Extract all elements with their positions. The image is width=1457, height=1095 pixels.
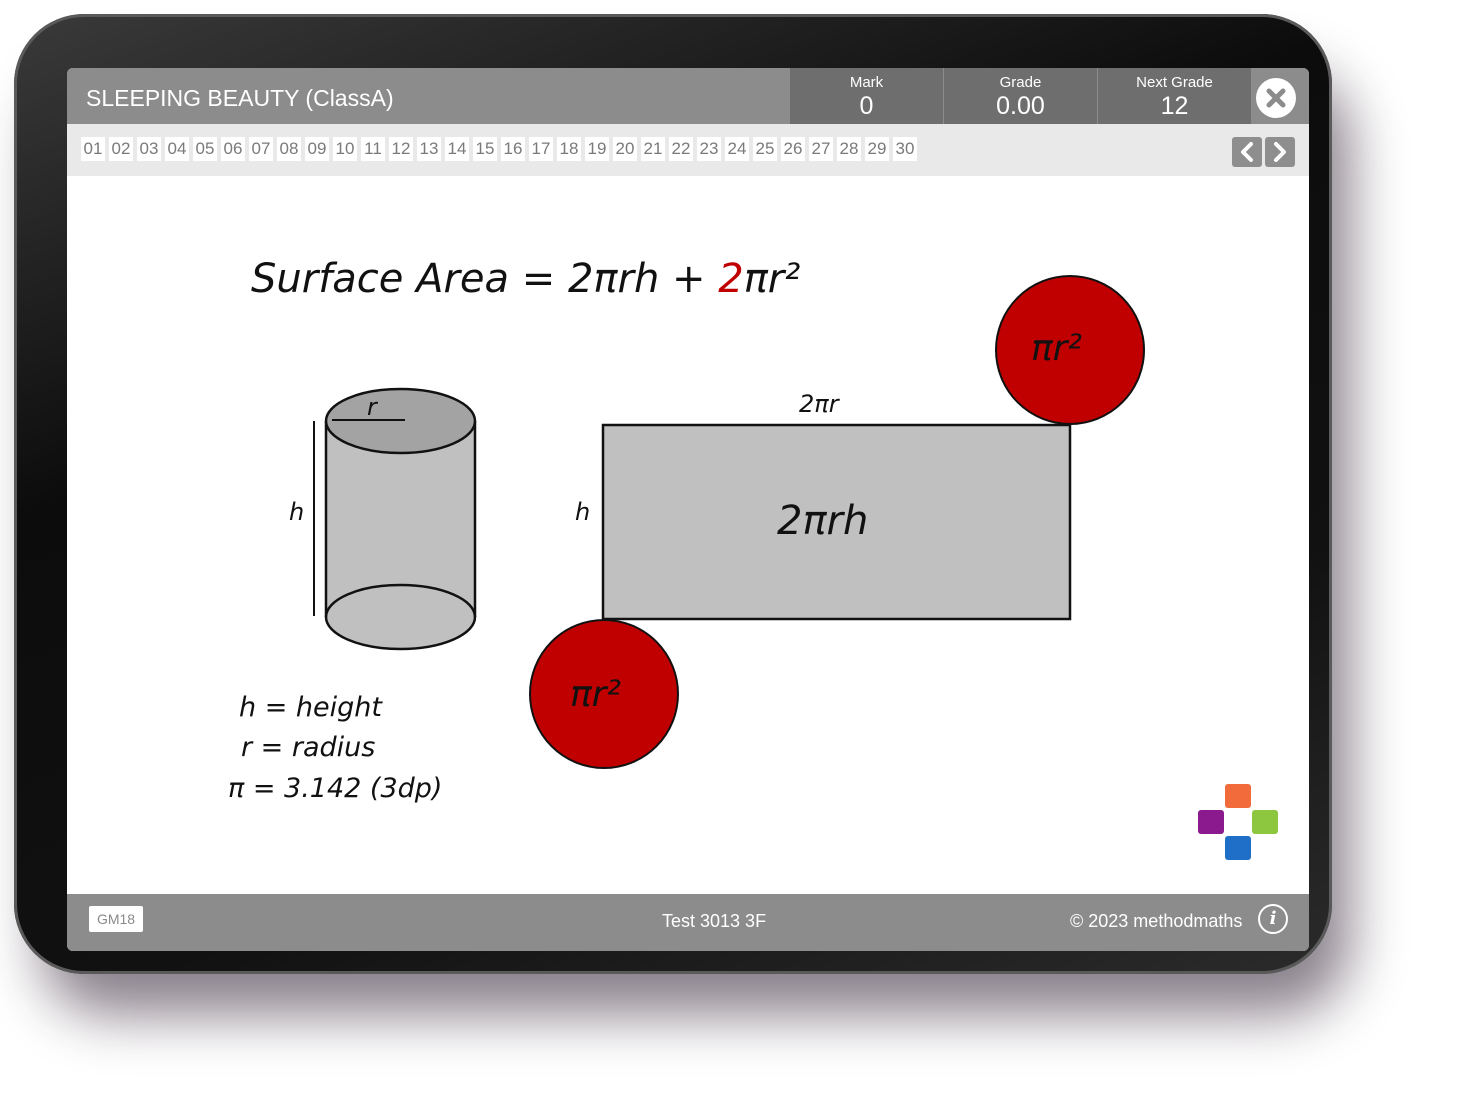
close-icon bbox=[1266, 88, 1286, 108]
mark-value: 0 bbox=[859, 92, 874, 120]
surface-area-formula: Surface Area = 2πrh + 2πr² bbox=[251, 256, 800, 302]
question-content: Surface Area = 2πrh + 2πr² r h 2πr bbox=[67, 176, 1309, 894]
mark-panel: Mark 0 bbox=[790, 68, 943, 124]
close-button[interactable] bbox=[1256, 78, 1296, 118]
question-number-21[interactable]: 21 bbox=[641, 137, 665, 161]
net-top-label: 2πr bbox=[799, 390, 841, 418]
test-name: Test 3013 3F bbox=[662, 911, 767, 931]
grade-label: Grade bbox=[999, 74, 1042, 91]
topic-code-badge: GM18 bbox=[89, 906, 143, 932]
cylinder: r h bbox=[289, 387, 477, 651]
question-number-29[interactable]: 29 bbox=[865, 137, 889, 161]
formula-main: Surface Area = 2πrh + bbox=[251, 256, 719, 302]
cylinder-bottom bbox=[324, 583, 477, 651]
next-grade-panel: Next Grade 12 bbox=[1098, 68, 1251, 124]
header-bar: SLEEPING BEAUTY (ClassA) Mark 0 Grade 0.… bbox=[67, 68, 1309, 124]
question-number-15[interactable]: 15 bbox=[473, 137, 497, 161]
formula-end: πr² bbox=[743, 256, 801, 302]
question-number-01[interactable]: 01 bbox=[81, 137, 105, 161]
grade-panel: Grade 0.00 bbox=[944, 68, 1097, 124]
question-number-22[interactable]: 22 bbox=[669, 137, 693, 161]
cylinder-h-label: h bbox=[289, 498, 304, 526]
next-grade-label: Next Grade bbox=[1136, 74, 1213, 91]
next-button[interactable] bbox=[1265, 137, 1295, 167]
question-number-20[interactable]: 20 bbox=[613, 137, 637, 161]
formula-red-coefficient: 2 bbox=[718, 256, 744, 302]
grade-value: 0.00 bbox=[996, 92, 1045, 120]
question-number-28[interactable]: 28 bbox=[837, 137, 861, 161]
net-side-label: h bbox=[575, 498, 590, 526]
question-number-08[interactable]: 08 bbox=[277, 137, 301, 161]
question-number-13[interactable]: 13 bbox=[417, 137, 441, 161]
copyright: © 2023 methodmaths bbox=[1070, 911, 1243, 931]
next-grade-value: 12 bbox=[1160, 92, 1189, 120]
net-rectangle bbox=[601, 423, 1072, 621]
chevron-left-icon bbox=[1241, 142, 1253, 162]
question-number-16[interactable]: 16 bbox=[501, 137, 525, 161]
footer-bar: GM18 Test 3013 3F © 2023 methodmaths i bbox=[67, 894, 1309, 951]
question-number-09[interactable]: 09 bbox=[305, 137, 329, 161]
legend-pi: π = 3.142 (3dp) bbox=[228, 773, 443, 804]
question-number-07[interactable]: 07 bbox=[249, 137, 273, 161]
question-number-23[interactable]: 23 bbox=[697, 137, 721, 161]
net-center-label: 2πrh bbox=[777, 498, 868, 544]
question-number-06[interactable]: 06 bbox=[221, 137, 245, 161]
question-number-26[interactable]: 26 bbox=[781, 137, 805, 161]
cylinder-net-diagram: r h 2πr h 2πrh πr² πr² bbox=[289, 275, 1145, 769]
question-number-11[interactable]: 11 bbox=[361, 137, 385, 161]
question-number-25[interactable]: 25 bbox=[753, 137, 777, 161]
question-number-17[interactable]: 17 bbox=[529, 137, 553, 161]
tablet-frame: SLEEPING BEAUTY (ClassA) Mark 0 Grade 0.… bbox=[14, 14, 1332, 974]
info-icon[interactable]: i bbox=[1258, 904, 1288, 934]
question-number-04[interactable]: 04 bbox=[165, 137, 189, 161]
legend-height: h = height bbox=[239, 692, 382, 723]
question-number-18[interactable]: 18 bbox=[557, 137, 581, 161]
question-number-24[interactable]: 24 bbox=[725, 137, 749, 161]
prev-button[interactable] bbox=[1232, 137, 1262, 167]
question-number-12[interactable]: 12 bbox=[389, 137, 413, 161]
mark-label: Mark bbox=[849, 74, 884, 91]
app-screen: SLEEPING BEAUTY (ClassA) Mark 0 Grade 0.… bbox=[67, 68, 1309, 951]
top-circle-label: πr² bbox=[1031, 328, 1082, 369]
bottom-circle bbox=[529, 619, 679, 769]
question-number-14[interactable]: 14 bbox=[445, 137, 469, 161]
chevron-right-icon bbox=[1274, 142, 1286, 162]
question-number-03[interactable]: 03 bbox=[137, 137, 161, 161]
bottom-circle-label: πr² bbox=[570, 674, 621, 715]
question-number-19[interactable]: 19 bbox=[585, 137, 609, 161]
page-title: SLEEPING BEAUTY (ClassA) bbox=[86, 85, 394, 111]
cylinder-r-label: r bbox=[367, 393, 379, 421]
top-circle bbox=[995, 275, 1145, 425]
question-number-30[interactable]: 30 bbox=[893, 137, 917, 161]
legend-radius: r = radius bbox=[241, 732, 376, 763]
question-number-02[interactable]: 02 bbox=[109, 137, 133, 161]
question-number-05[interactable]: 05 bbox=[193, 137, 217, 161]
methodmaths-logo bbox=[1198, 784, 1278, 860]
question-number-27[interactable]: 27 bbox=[809, 137, 833, 161]
question-number-10[interactable]: 10 bbox=[333, 137, 357, 161]
